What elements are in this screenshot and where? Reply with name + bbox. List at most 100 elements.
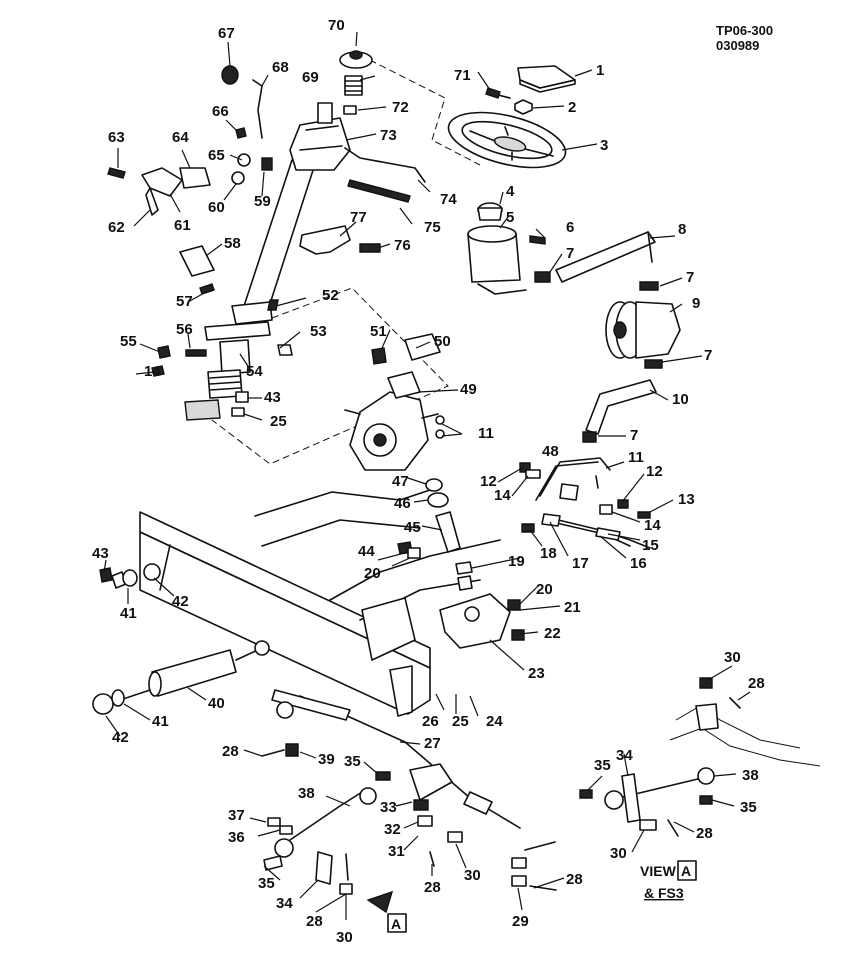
callout-48: 48 xyxy=(542,443,559,460)
callout-26: 26 xyxy=(422,713,439,730)
callout-12: 12 xyxy=(480,473,497,490)
view-letter: A xyxy=(681,863,691,879)
view-letter-box xyxy=(677,860,697,881)
callout-46: 46 xyxy=(394,495,411,512)
callout-1: 1 xyxy=(596,62,604,79)
callout-30: 30 xyxy=(610,845,627,862)
callout-19: 19 xyxy=(508,553,525,570)
steering-gear xyxy=(344,333,445,471)
callout-71: 71 xyxy=(454,67,471,84)
callout-60: 60 xyxy=(208,199,225,216)
callout-47: 47 xyxy=(392,473,409,490)
callout-67: 67 xyxy=(218,25,235,42)
callout-30: 30 xyxy=(336,929,353,946)
callout-9: 9 xyxy=(692,295,700,312)
hydraulic-lines xyxy=(519,457,651,549)
callout-68: 68 xyxy=(272,59,289,76)
diagram-date-code: 030989 xyxy=(716,38,759,53)
callout-14: 14 xyxy=(144,363,161,380)
diagram-code: TP06-300 xyxy=(716,23,773,38)
tie-rod xyxy=(409,763,557,891)
callout-57: 57 xyxy=(176,293,193,310)
callout-61: 61 xyxy=(174,217,191,234)
callout-44: 44 xyxy=(358,543,375,560)
horn-screw xyxy=(485,87,511,99)
callout-15: 15 xyxy=(642,537,659,554)
callout-20: 20 xyxy=(364,565,381,582)
vehicle-frame xyxy=(139,489,511,717)
callout-28: 28 xyxy=(306,913,323,930)
callout-25: 25 xyxy=(452,713,469,730)
callout-35: 35 xyxy=(258,875,275,892)
view-note: & FS3 xyxy=(644,885,684,901)
callout-52: 52 xyxy=(322,287,339,304)
callout-37: 37 xyxy=(228,807,245,824)
callout-28: 28 xyxy=(748,675,765,692)
callout-63: 63 xyxy=(108,129,125,146)
callout-30: 30 xyxy=(464,867,481,884)
column-small-parts xyxy=(107,127,273,185)
callout-28: 28 xyxy=(566,871,583,888)
callout-35: 35 xyxy=(344,753,361,770)
callout-33: 33 xyxy=(380,799,397,816)
callout-42: 42 xyxy=(172,593,189,610)
callout-2: 2 xyxy=(568,99,576,116)
callout-labels: 1 2 3 4 5 6 7 7 7 7 8 9 10 11 11 12 12 1… xyxy=(92,17,765,946)
view-arrow-letter: A xyxy=(391,916,401,932)
callout-14: 14 xyxy=(494,487,511,504)
callout-25: 25 xyxy=(270,413,287,430)
callout-28: 28 xyxy=(222,743,239,760)
callout-31: 31 xyxy=(388,843,405,860)
callout-53: 53 xyxy=(310,323,327,340)
callout-54: 54 xyxy=(246,363,263,380)
callout-41: 41 xyxy=(152,713,169,730)
callout-39: 39 xyxy=(318,751,335,768)
callout-38: 38 xyxy=(298,785,315,802)
steering-wheel xyxy=(447,111,567,169)
callout-27: 27 xyxy=(424,735,441,752)
callout-7: 7 xyxy=(686,269,694,286)
frame-bushing-stack xyxy=(397,478,525,641)
column-mount xyxy=(179,245,279,311)
callout-50: 50 xyxy=(434,333,451,350)
callout-59: 59 xyxy=(254,193,271,210)
callout-35: 35 xyxy=(594,757,611,774)
callout-20: 20 xyxy=(536,581,553,598)
callout-30: 30 xyxy=(724,649,741,666)
callout-14: 14 xyxy=(644,517,661,534)
callout-32: 32 xyxy=(384,821,401,838)
callout-11: 11 xyxy=(628,449,644,466)
callout-75: 75 xyxy=(424,219,441,236)
callout-56: 56 xyxy=(176,321,193,338)
callout-21: 21 xyxy=(564,599,581,616)
steering-damper xyxy=(92,640,270,715)
callout-7: 7 xyxy=(566,245,574,262)
callout-28: 28 xyxy=(424,879,441,896)
ignition-switch xyxy=(141,167,211,216)
view-arrow: A xyxy=(366,890,407,933)
callout-43: 43 xyxy=(92,545,109,562)
relay-rod xyxy=(261,743,391,895)
callout-34: 34 xyxy=(276,895,293,912)
turn-signal-lever xyxy=(221,65,263,139)
callout-3: 3 xyxy=(600,137,608,154)
horn-pad xyxy=(517,65,576,93)
callout-62: 62 xyxy=(108,219,125,236)
callout-12: 12 xyxy=(646,463,663,480)
callout-18: 18 xyxy=(540,545,557,562)
callout-73: 73 xyxy=(380,127,397,144)
callout-66: 66 xyxy=(212,103,229,120)
callout-4: 4 xyxy=(506,183,515,200)
upper-bearing xyxy=(339,50,373,96)
drag-link xyxy=(271,689,441,773)
callout-70: 70 xyxy=(328,17,345,34)
callout-77: 77 xyxy=(350,209,367,226)
callout-58: 58 xyxy=(224,235,241,252)
callout-76: 76 xyxy=(394,237,411,254)
view-a-detail xyxy=(579,677,821,837)
callout-29: 29 xyxy=(512,913,529,930)
callout-72: 72 xyxy=(392,99,409,116)
callout-65: 65 xyxy=(208,147,225,164)
